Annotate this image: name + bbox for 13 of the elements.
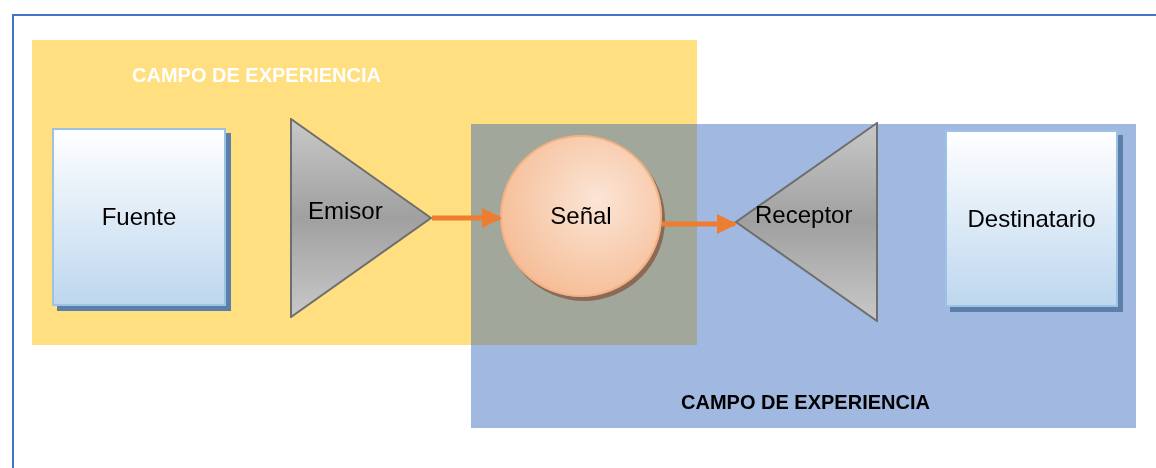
node-label: Fuente [101, 202, 177, 232]
triangle-shape [290, 118, 432, 318]
experience-field-band [32, 40, 697, 345]
arrow [432, 208, 502, 228]
arrow [662, 214, 737, 234]
triangle-shape [735, 122, 878, 322]
node-label: Destinatario [967, 203, 1096, 234]
node-label: Receptor [755, 200, 853, 230]
band-title: CAMPO DE EXPERIENCIA [132, 63, 381, 88]
band-title: CAMPO DE EXPERIENCIA [681, 390, 930, 415]
node-label: Emisor [308, 196, 383, 226]
node-label: Señal [550, 201, 612, 231]
experience-field-band [471, 124, 1136, 428]
